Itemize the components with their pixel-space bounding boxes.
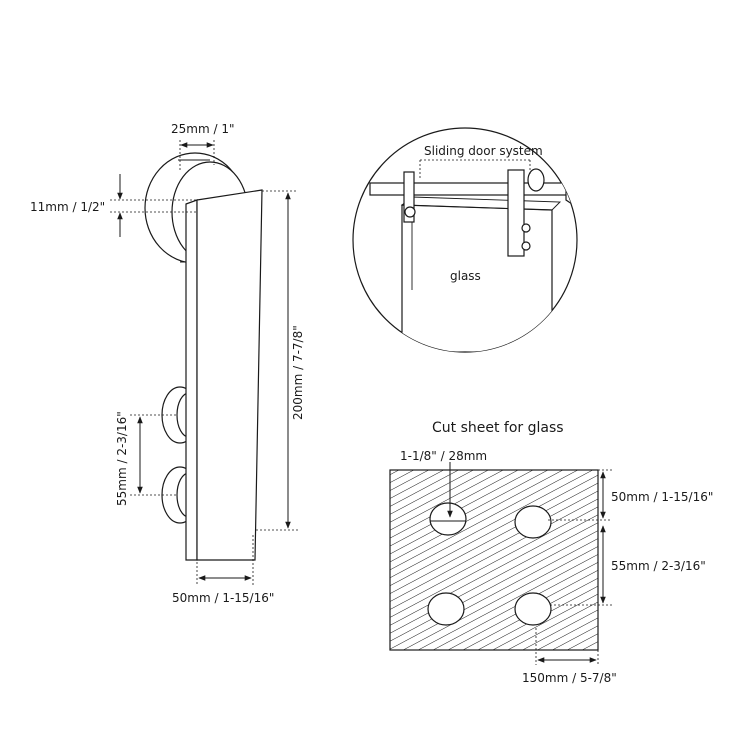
cut-sheet: Cut sheet for glass 1-1/8" / 28mm 50mm /… [389,420,713,685]
hole-top-left [429,502,467,536]
hanger-drawing: 25mm / 1" 11mm / 1/2" 200mm / 7-7/8" 55m… [30,122,305,605]
dim-offset: 11mm / 1/2" [30,200,105,214]
dim-hole-diameter: 1-1/8" / 28mm [400,449,487,463]
dim-roller-thickness: 25mm / 1" [171,122,234,136]
sliding-system-detail: Sliding door system glass [352,127,578,353]
dim-width: 50mm / 1-15/16" [172,591,274,605]
mid-hanger-plate [507,169,525,257]
dim-hole-spacing: 55mm / 2-3/16" [611,559,706,573]
glass-sheet [389,469,599,651]
cut-sheet-title: Cut sheet for glass [432,420,564,436]
hole-bottom-right [514,592,552,626]
dim-edge-offset: 150mm / 5-7/8" [522,671,617,685]
hanger-plate-side [185,199,198,561]
dim-top-offset: 50mm / 1-15/16" [611,490,713,504]
glass-label: glass [450,269,481,283]
dim-bolt-spacing: 55mm / 2-3/16" [115,411,129,506]
hanger-plate [196,189,263,561]
hole-bottom-left [427,592,465,626]
track-rail [369,182,577,196]
dim-height: 200mm / 7-7/8" [291,325,305,420]
hole-top-right [514,505,552,539]
system-title: Sliding door system [424,144,543,158]
